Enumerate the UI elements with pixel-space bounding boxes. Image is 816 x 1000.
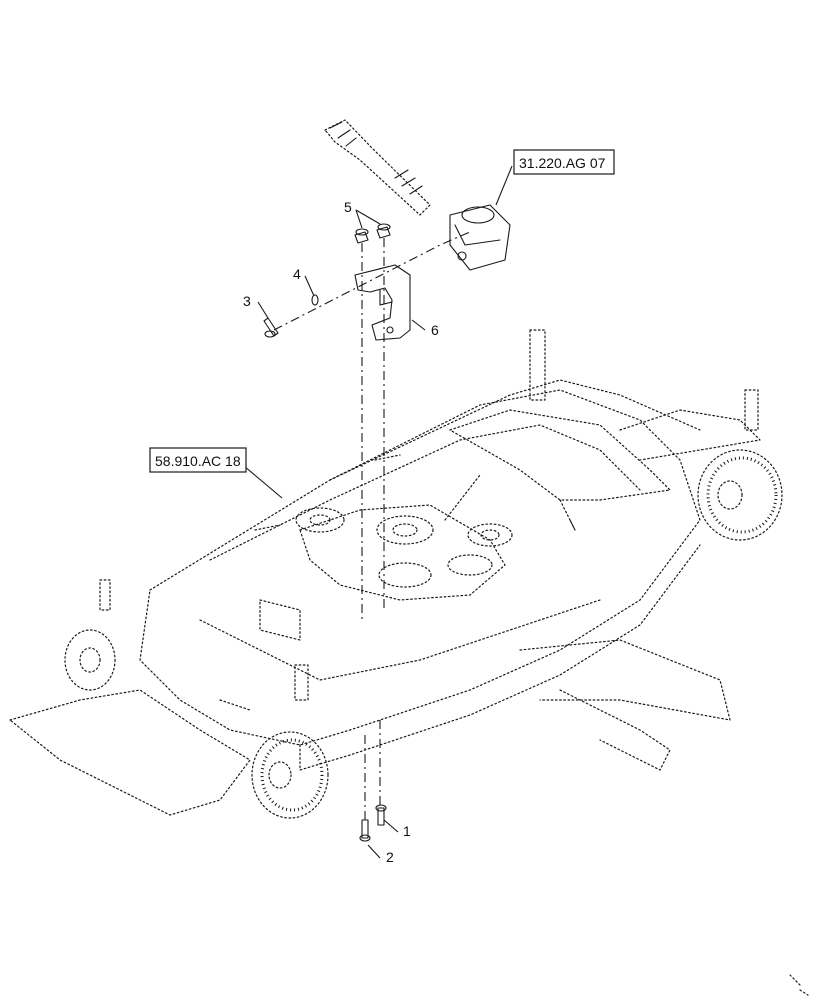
callout-1: 1 bbox=[403, 823, 411, 839]
callout-labels: 5 4 3 6 1 2 bbox=[243, 199, 439, 865]
wheel-icon bbox=[64, 629, 116, 691]
nut-icon bbox=[376, 223, 391, 239]
nut-icon bbox=[354, 228, 369, 244]
callout-4: 4 bbox=[293, 266, 301, 282]
washer-icon bbox=[311, 294, 319, 306]
reference-box-driveshaft[interactable]: 31.220.AG 07 bbox=[513, 149, 615, 175]
callout-3: 3 bbox=[243, 293, 251, 309]
driveshaft-icon bbox=[324, 119, 431, 216]
leader-lines bbox=[243, 165, 513, 859]
gearbox-icon bbox=[449, 204, 511, 271]
callout-5: 5 bbox=[344, 199, 352, 215]
reference-deck-label: 58.910.AC 18 bbox=[155, 453, 241, 469]
alignment-lines bbox=[273, 231, 471, 820]
reference-box-deck[interactable]: 58.910.AC 18 bbox=[149, 447, 247, 473]
callout-6: 6 bbox=[431, 322, 439, 338]
bolt-icon bbox=[263, 317, 279, 338]
reference-driveshaft-label: 31.220.AG 07 bbox=[519, 155, 606, 171]
wheel-icon bbox=[697, 449, 783, 541]
callout-2: 2 bbox=[386, 849, 394, 865]
bolt-icon bbox=[359, 819, 371, 842]
corner-mark bbox=[789, 974, 809, 996]
wheel-icon bbox=[251, 731, 329, 819]
mower-deck bbox=[9, 329, 761, 816]
bolt-icon bbox=[375, 804, 387, 826]
bracket-icon bbox=[354, 264, 411, 341]
